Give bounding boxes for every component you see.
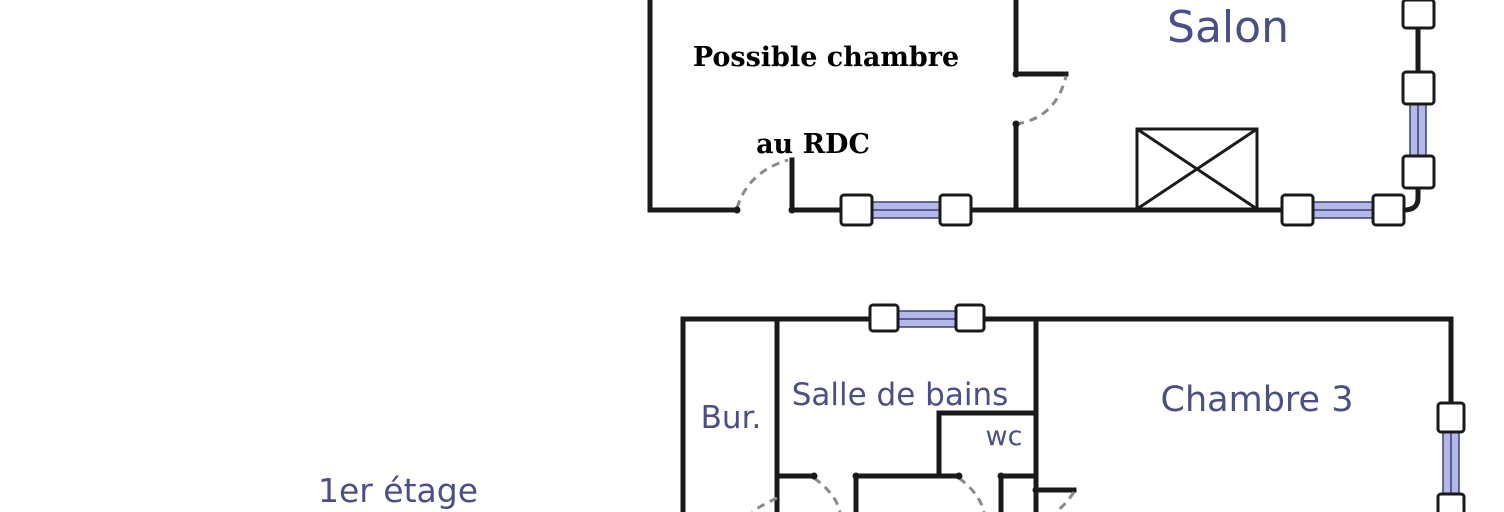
window-right-wall [1401, 0, 1436, 190]
room-label-chambre-3: Chambre 3 [1161, 380, 1354, 420]
window-top [868, 303, 986, 333]
door-hinge [810, 472, 818, 480]
door-hinge [1032, 486, 1040, 494]
window-bottom-left [839, 193, 973, 227]
door-hinge [1012, 70, 1020, 78]
wall-right-corner [1401, 185, 1421, 213]
ground-floor-walls [647, 0, 1421, 213]
fireplace-box [1135, 127, 1259, 211]
note-line-2: au RDC [756, 129, 870, 160]
door-swing-partition [1015, 75, 1068, 126]
door-swing-left [735, 158, 789, 209]
note-line-1: Possible chambre [693, 42, 959, 73]
door-hinge [955, 472, 963, 480]
room-label-salon: Salon [1167, 2, 1289, 53]
window-bottom-right [1280, 193, 1406, 227]
door-hinge [788, 206, 796, 214]
window-right [1436, 401, 1466, 512]
door-hinge [997, 472, 1005, 480]
room-label-bureau: Bur. [701, 400, 762, 436]
ground-floor-hinges [733, 70, 1020, 214]
door-swing-bureau [751, 496, 778, 512]
first-floor-windows [868, 303, 1466, 512]
first-floor-plan: Bur. Salle de bains wc Chambre 3 [680, 303, 1466, 512]
door-hinge [733, 206, 741, 214]
floor-label-first-floor: 1er étage [318, 471, 478, 510]
room-label-bathroom: Salle de bains [792, 377, 1009, 413]
ground-floor-windows [839, 0, 1436, 227]
ground-floor-doors [735, 75, 1068, 209]
door-swing-bathroom [813, 476, 842, 512]
door-swing-chambre [1055, 491, 1076, 512]
door-hinge [852, 472, 860, 480]
first-floor-walls [680, 316, 1454, 512]
room-label-wc: wc [986, 421, 1023, 452]
door-hinge [1012, 120, 1020, 128]
first-floor-hinges [810, 472, 1040, 494]
ground-floor-plan: Salon Possible chambre au RDC [647, 0, 1436, 227]
first-floor-doors [751, 476, 1076, 512]
door-swing-wc [958, 476, 986, 512]
